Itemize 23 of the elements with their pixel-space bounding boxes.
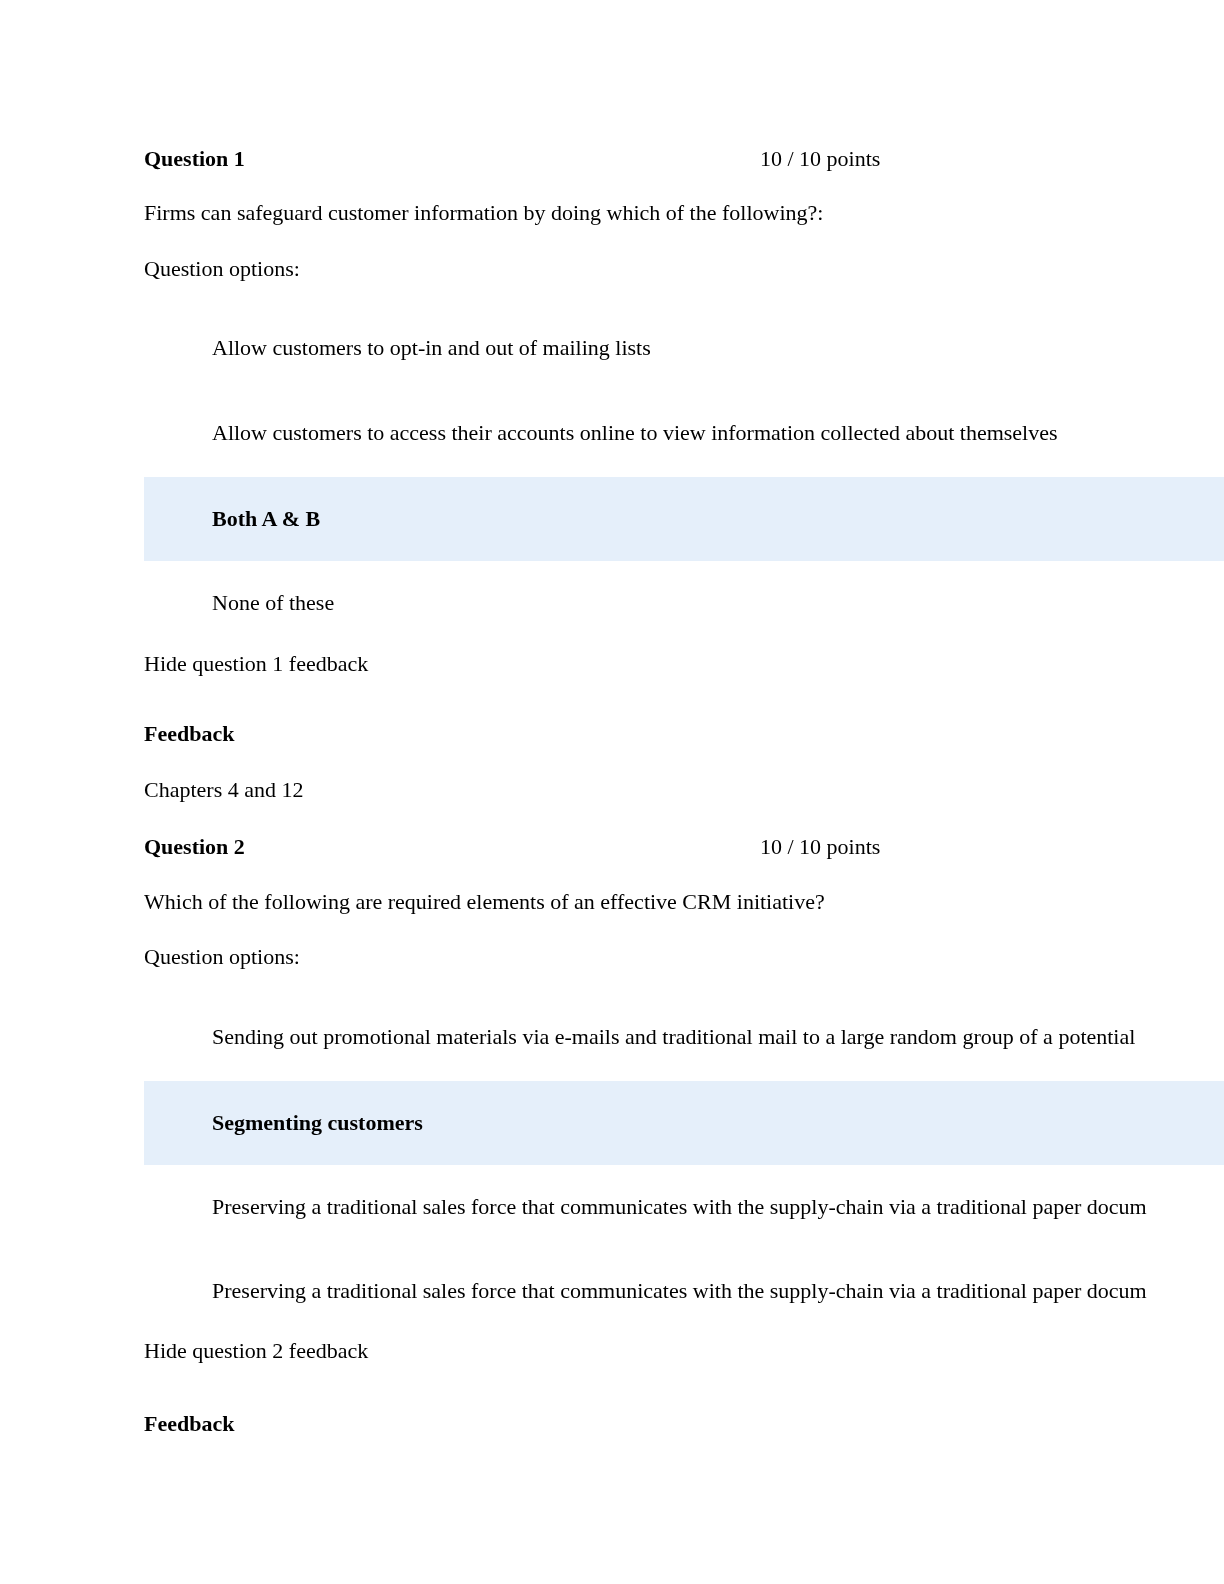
feedback-toggle: Hide question 1 feedback — [144, 650, 369, 677]
answer-option: Segmenting customers — [212, 1110, 423, 1136]
answer-option: Preserving a traditional sales force that communicates with the supply-chain via a traditional paper docum — [212, 1193, 1147, 1220]
selected-answer-band — [144, 1081, 1224, 1165]
feedback-text: Chapters 4 and 12 — [144, 776, 304, 803]
answer-option: None of these — [212, 589, 335, 616]
feedback-heading: Feedback — [144, 721, 235, 748]
question-heading: Question 1 — [144, 145, 245, 172]
answer-option: Allow customers to opt-in and out of mailing lists — [212, 335, 651, 362]
feedback-toggle: Hide question 2 feedback — [144, 1338, 369, 1365]
question-text: Firms can safeguard customer information by doing which of the following?: — [144, 200, 824, 227]
answer-option: Preserving a traditional sales force that communicates with the supply-chain via a traditional paper docum — [212, 1277, 1147, 1304]
score-text: 10 / 10 points — [760, 145, 881, 172]
answer-option: Both A & B — [212, 506, 321, 533]
selected-answer-band — [144, 477, 1224, 562]
options-heading: Question options: — [144, 255, 300, 282]
answer-option: Sending out promotional materials via e-mails and traditional mail to a large random group of a potential — [212, 1024, 1136, 1051]
answer-option: Allow customers to access their accounts online to view information collected about themselves — [212, 420, 1058, 447]
score-text: 10 / 10 points — [760, 834, 881, 861]
options-heading: Question options: — [144, 944, 300, 971]
question-text: Which of the following are required elements of an effective CRM initiative? — [144, 888, 825, 915]
question-heading: Question 2 — [144, 834, 245, 861]
feedback-heading: Feedback — [144, 1410, 235, 1437]
